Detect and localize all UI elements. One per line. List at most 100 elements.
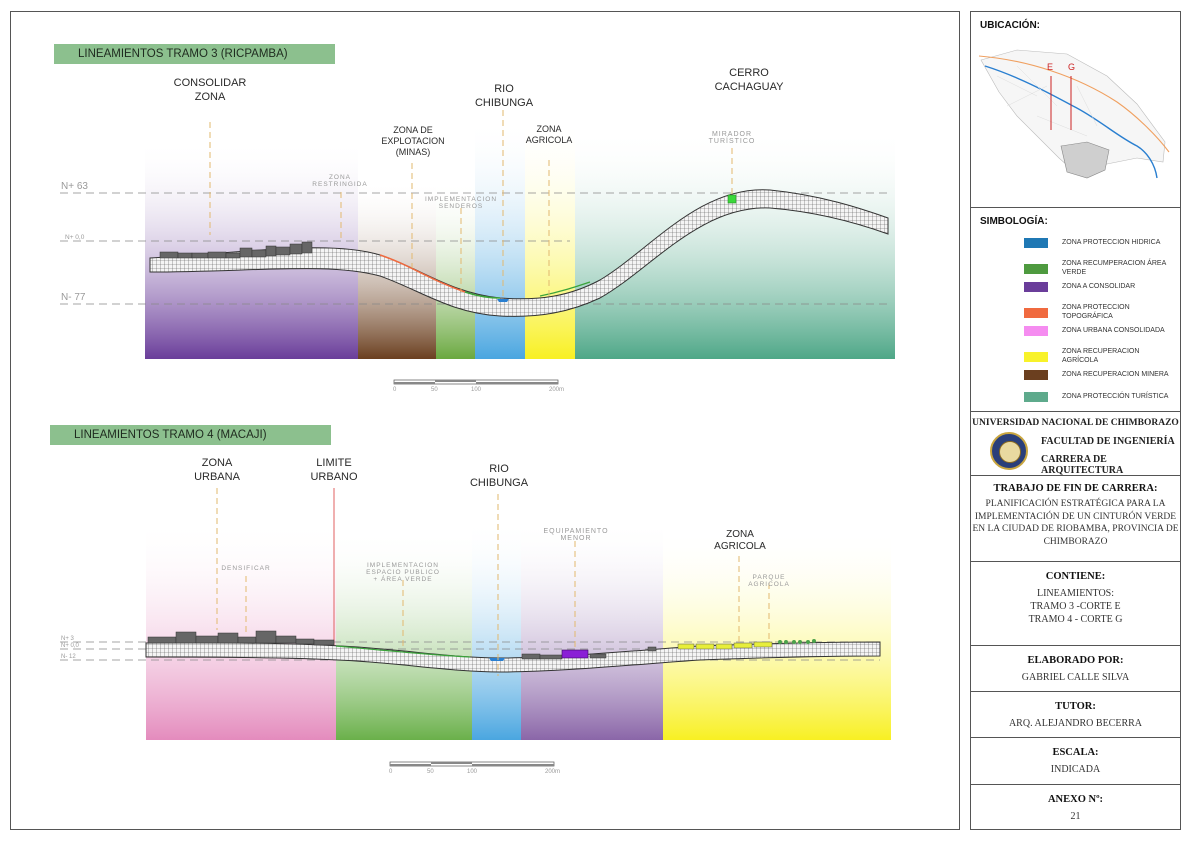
legend-swatch	[1024, 307, 1048, 318]
legend-label: ZONA RECUMPERACION ÁREA VERDE	[1062, 260, 1166, 276]
legend-item: ZONA RECUMPERACION ÁREA VERDE	[1024, 260, 1172, 277]
tramo3-green-edge	[464, 291, 501, 299]
legend-item: ZONA PROTECCION HIDRICA	[1024, 238, 1172, 248]
tramo3-buildings	[159, 241, 313, 259]
level-n0-4: N+ 0,0	[61, 643, 79, 649]
tramo4-banner: LINEAMIENTOS TRAMO 4 (MACAJI)	[50, 425, 331, 445]
scale3-50: 50	[431, 387, 438, 393]
trabajo-section: TRABAJO DE FIN DE CARRERA: PLANIFICACIÓN…	[971, 476, 1180, 562]
ubicacion-title: UBICACIÓN:	[980, 20, 1040, 31]
tramo3-leaders	[209, 110, 733, 297]
escala-section: ESCALA: INDICADA	[971, 738, 1180, 785]
tramo4-agricola-plots	[677, 641, 773, 650]
trabajo-title: TRABAJO DE FIN DE CARRERA:	[993, 483, 1158, 494]
tramo4-terrain	[145, 641, 881, 673]
tramo3-scale-bar	[393, 379, 559, 385]
tramo3-banner: LINEAMIENTOS TRAMO 3 (RICPAMBA)	[54, 44, 335, 64]
legend-swatch	[1024, 370, 1048, 380]
mirador-marker	[727, 194, 737, 204]
ubicacion-section: UBICACIÓN: E G	[971, 12, 1180, 208]
university-name: UNIVERSIDAD NACIONAL DE CHIMBORAZO	[972, 418, 1179, 428]
legend-swatch	[1024, 263, 1048, 274]
tutor-value: ARQ. ALEJANDRO BECERRA	[1008, 718, 1143, 729]
tramo4-green-edge	[335, 645, 471, 658]
equipamiento-marker	[561, 649, 589, 659]
legend-label: ZONA RECUPERACION MINERA	[1062, 370, 1169, 378]
university-section: UNIVERSIDAD NACIONAL DE CHIMBORAZO FACUL…	[971, 412, 1180, 476]
scale4-200: 200m	[545, 769, 561, 775]
tramo4-trees	[778, 639, 816, 644]
tramo4-leaders	[216, 488, 770, 676]
elaborado-section: ELABORADO POR: GABRIEL CALLE SILVA	[971, 646, 1180, 692]
scale4-50: 50	[427, 769, 434, 775]
anexo-section: ANEXO Nº: 21	[971, 785, 1180, 829]
level-n3: N+ 3	[61, 636, 74, 642]
scale3-200: 200m	[549, 387, 565, 393]
legend-item: ZONA A CONSOLIDAR	[1024, 282, 1172, 292]
tramo3-river	[497, 299, 509, 302]
legend-item: ZONA RECUPERACION MINERA	[1024, 370, 1172, 380]
elaborado-value: GABRIEL CALLE SILVA	[1021, 672, 1130, 683]
tramo4-river	[489, 658, 505, 661]
cut-g-label: G	[1068, 62, 1075, 72]
career-name: CARRERA DE ARQUITECTURA	[1041, 454, 1124, 476]
escala-value: INDICADA	[1050, 764, 1101, 775]
legend-label: ZONA A CONSOLIDAR	[1062, 282, 1136, 290]
level-n0-3: N+ 0,0	[65, 234, 85, 241]
tramo4-buildings	[147, 630, 657, 660]
cut-e-label: E	[1047, 62, 1053, 72]
legend-item: ZONA PROTECCIÓN TURÍSTICA	[1024, 392, 1172, 402]
legend-item: ZONA RECUPERACION AGRÍCOLA	[1024, 348, 1172, 365]
escala-title: ESCALA:	[1052, 747, 1099, 758]
legend-label: ZONA PROTECCION HIDRICA	[1062, 238, 1161, 246]
legend-item: ZONA URBANA CONSOLIDADA	[1024, 326, 1172, 336]
drawing-frame	[10, 11, 960, 830]
level-n63: N+ 63	[61, 181, 88, 192]
tramo4-zones	[146, 520, 891, 740]
legend-label: ZONA PROTECCIÓN TURÍSTICA	[1062, 392, 1169, 400]
anexo-title: ANEXO Nº:	[1047, 794, 1104, 805]
tramo3-topo-edge	[379, 254, 466, 293]
legend-swatch	[1024, 326, 1048, 336]
tramo3-agri-edge	[539, 281, 591, 297]
title-block: UBICACIÓN: E G SIMBOLOGÍA: ZONA PROTECCI…	[970, 11, 1181, 830]
scale3-100: 100	[471, 387, 482, 393]
contiene-title: CONTIENE:	[1045, 571, 1106, 582]
simbologia-title: SIMBOLOGÍA:	[980, 216, 1048, 227]
level-n12: N- 12	[61, 654, 76, 660]
legend-label: ZONA URBANA CONSOLIDADA	[1062, 326, 1165, 334]
legend-label: ZONA PROTECCION TOPOGRÁFICA	[1062, 304, 1130, 320]
tutor-title: TUTOR:	[1055, 701, 1096, 712]
legend-swatch	[1024, 351, 1048, 362]
scale3-0: 0	[393, 387, 397, 393]
level-n77: N- 77	[61, 292, 86, 303]
legend-swatch	[1024, 392, 1048, 402]
sections-drawing	[60, 110, 895, 767]
note-densificar: DENSIFICAR	[221, 565, 271, 572]
legend-swatch	[1024, 282, 1048, 292]
tramo4-scale-bar	[389, 761, 555, 767]
tutor-section: TUTOR: ARQ. ALEJANDRO BECERRA	[971, 692, 1180, 738]
tramo3-zones	[145, 120, 895, 359]
university-seal	[990, 432, 1028, 470]
scale4-100: 100	[467, 769, 478, 775]
elaborado-title: ELABORADO POR:	[1027, 655, 1124, 666]
faculty-name: FACULTAD DE INGENIERÍA	[1041, 436, 1175, 447]
